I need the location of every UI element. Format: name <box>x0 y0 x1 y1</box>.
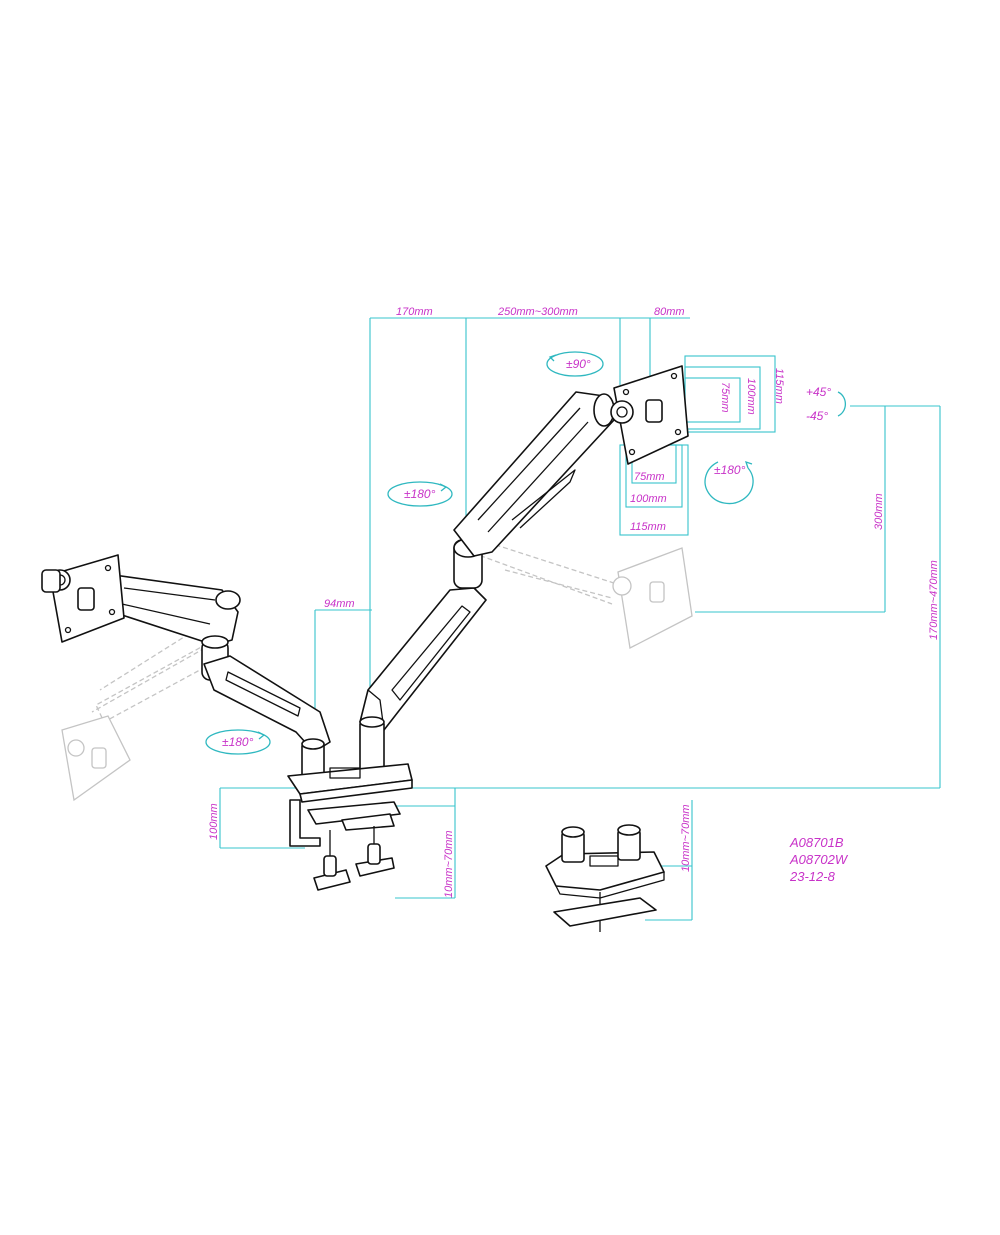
angle-tilt-down: -45° <box>806 409 828 423</box>
dim-vesa-outer-h: 115mm <box>630 521 666 533</box>
angle-rotate: ±90° <box>566 357 591 371</box>
angle-swivel-lower: ±180° <box>222 735 254 749</box>
dim-top-left: 170mm <box>396 306 433 318</box>
angle-swivel-upper: ±180° <box>404 487 436 501</box>
model-code-white: A08702W <box>790 852 848 867</box>
dim-height-total: 170mm~470mm <box>928 560 940 640</box>
grommet-mount <box>545 824 665 932</box>
dim-vesa-inner-v: 75mm <box>719 382 731 413</box>
revision-date: 23-12-8 <box>790 869 835 884</box>
angle-swivel-head: ±180° <box>714 463 746 477</box>
dim-vesa-outer-v: 115mm <box>773 368 785 404</box>
dim-top-middle: 250mm~300mm <box>497 306 578 318</box>
dim-clamp-height: 100mm <box>208 803 220 840</box>
dim-grommet-range: 10mm~70mm <box>680 804 692 872</box>
right-arm <box>359 365 689 783</box>
dim-top-right: 80mm <box>654 306 685 318</box>
model-info: A08701B A08702W 23-12-8 <box>790 834 847 885</box>
dim-vesa-inner-h: 75mm <box>634 471 665 483</box>
model-code-black: A08701B <box>790 835 844 850</box>
ghost-left-lower-position <box>61 607 231 802</box>
ghost-right-lower-position <box>464 534 693 649</box>
dim-clamp-range: 10mm~70mm <box>443 830 455 898</box>
dim-arm-offset: 94mm <box>324 598 355 610</box>
clamp-base <box>287 763 413 891</box>
dim-height-travel: 300mm <box>873 493 885 530</box>
dim-vesa-mid-v: 100mm <box>745 378 757 415</box>
dim-vesa-mid-h: 100mm <box>630 493 667 505</box>
dimension-labels: 170mm 250mm~300mm 80mm 94mm 75mm 100mm 1… <box>208 306 940 898</box>
angle-indicators: ±90° +45° -45° ±180° ±180° ±180° <box>205 351 846 755</box>
left-arm <box>41 554 331 783</box>
angle-tilt-up: +45° <box>806 385 831 399</box>
